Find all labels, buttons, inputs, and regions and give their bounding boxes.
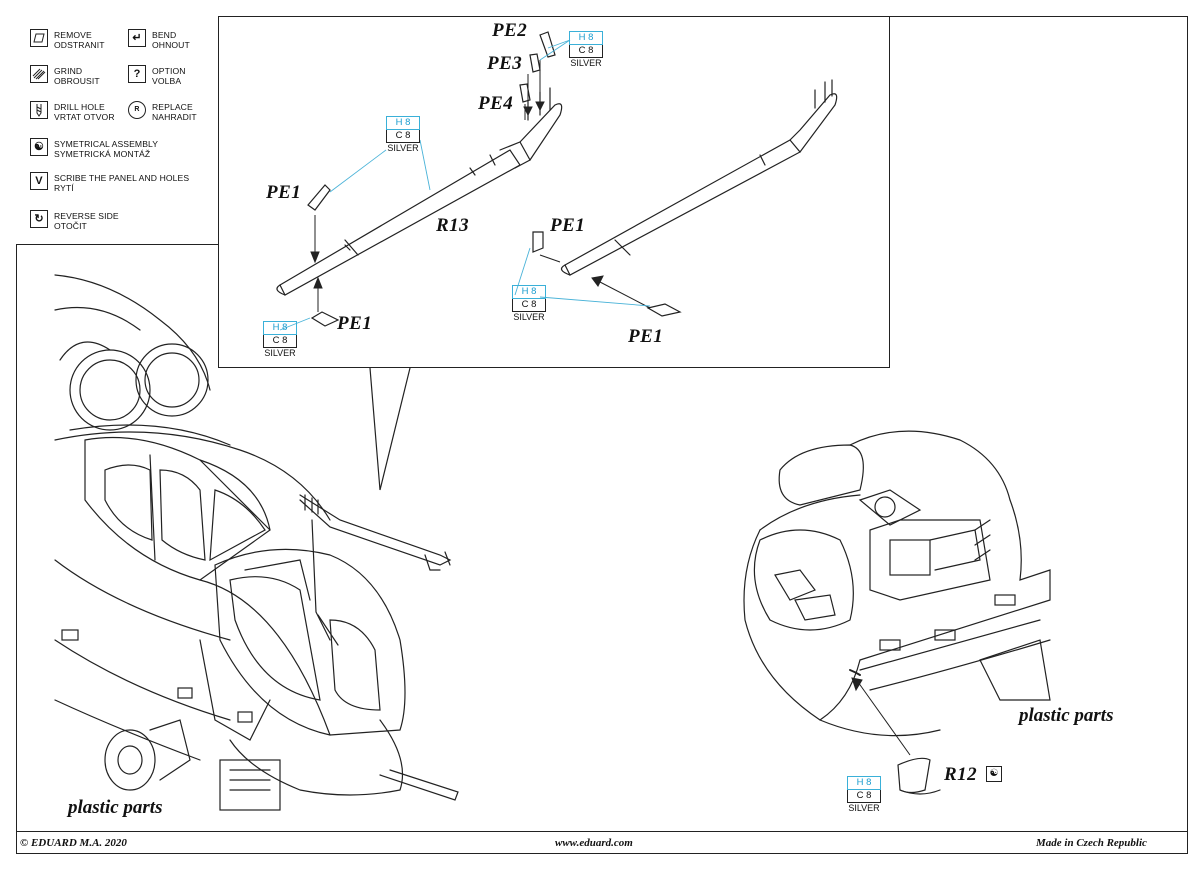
paint-c-code: C 8 bbox=[263, 335, 297, 348]
plastic-parts-label-right: plastic parts bbox=[1019, 705, 1114, 726]
replace-icon: R bbox=[128, 101, 146, 119]
detail-callout-box bbox=[218, 16, 890, 368]
legend-label: GRIND bbox=[54, 66, 83, 76]
option-icon: ? bbox=[128, 65, 146, 83]
legend-label-cz: OHNOUT bbox=[152, 40, 190, 50]
label-r13: R13 bbox=[436, 215, 470, 236]
symmetrical-assembly-icon: ☯ bbox=[986, 766, 1002, 782]
legend-label: BEND bbox=[152, 30, 177, 40]
bend-icon: ↵ bbox=[128, 29, 146, 47]
legend-label-cz: OTOČIT bbox=[54, 221, 87, 231]
footer-made-in: Made in Czech Republic bbox=[1036, 837, 1147, 849]
footer-website: www.eduard.com bbox=[555, 837, 633, 849]
legend-label-cz: NAHRADIT bbox=[152, 112, 197, 122]
drill-hole-icon bbox=[30, 101, 48, 119]
remove-icon bbox=[30, 29, 48, 47]
legend-label: REPLACE bbox=[152, 102, 193, 112]
pe4-part bbox=[519, 83, 531, 103]
paint-code-pe1-right: H 8 C 8 SILVER bbox=[512, 285, 546, 323]
grind-icon bbox=[30, 65, 48, 83]
pe1-part-right-b bbox=[646, 303, 682, 317]
paint-c-code: C 8 bbox=[512, 299, 546, 312]
pe2-part bbox=[539, 31, 556, 58]
pitot-tube-upper bbox=[276, 87, 563, 296]
right-helicopter-drawing bbox=[743, 430, 1051, 737]
legend-label-cz: VRTAT OTVOR bbox=[54, 112, 115, 122]
paint-c-code: C 8 bbox=[386, 130, 420, 143]
label-pe1-right-a: PE1 bbox=[550, 215, 586, 236]
paint-name: SILVER bbox=[387, 143, 419, 153]
legend-label-cz: RYTÍ bbox=[54, 183, 74, 193]
legend-label: SYMETRICAL ASSEMBLY bbox=[54, 139, 159, 149]
paint-code-pe1-lower: H 8 C 8 SILVER bbox=[263, 321, 297, 359]
instruction-sheet-frame bbox=[16, 16, 1188, 854]
paint-code-r12: H 8 C 8 SILVER bbox=[847, 776, 881, 814]
pe1-part-right-a bbox=[532, 231, 544, 253]
paint-code-r13: H 8 C 8 SILVER bbox=[386, 116, 420, 154]
legend-label: REMOVE bbox=[54, 30, 92, 40]
paint-h-code: H 8 bbox=[263, 321, 297, 335]
reverse-side-icon: ↻ bbox=[30, 210, 48, 228]
paint-h-code: H 8 bbox=[512, 285, 546, 299]
legend-label: SCRIBE THE PANEL AND HOLES bbox=[54, 173, 190, 183]
symmetrical-assembly-icon: ☯ bbox=[30, 138, 48, 156]
legend-label-cz: SYMETRICKÁ MONTÁŽ bbox=[54, 149, 151, 159]
paint-name: SILVER bbox=[848, 803, 880, 813]
scribe-icon: V bbox=[30, 172, 48, 190]
left-helicopter-drawing bbox=[54, 274, 459, 811]
paint-h-code: H 8 bbox=[569, 31, 603, 45]
footer-copyright: © EDUARD M.A. 2020 bbox=[20, 837, 127, 849]
legend-label-cz: ODSTRANIT bbox=[54, 40, 105, 50]
label-pe1-right-b: PE1 bbox=[628, 326, 664, 347]
paint-code-pe2: H 8 C 8 SILVER bbox=[569, 31, 603, 69]
paint-name: SILVER bbox=[264, 348, 296, 358]
paint-h-code: H 8 bbox=[386, 116, 420, 130]
label-r12: R12 bbox=[944, 764, 978, 785]
plastic-parts-label-left: plastic parts bbox=[68, 797, 163, 818]
label-pe4: PE4 bbox=[478, 93, 514, 114]
paint-c-code: C 8 bbox=[569, 45, 603, 58]
label-pe3: PE3 bbox=[487, 53, 523, 74]
pitot-tube-lower bbox=[560, 79, 838, 276]
paint-h-code: H 8 bbox=[847, 776, 881, 790]
callout-pointer bbox=[369, 367, 411, 491]
pe1-part-lower bbox=[310, 311, 340, 327]
legend-label-cz: OBROUSIT bbox=[54, 76, 100, 86]
label-pe2: PE2 bbox=[492, 20, 528, 41]
r12-part bbox=[897, 757, 931, 794]
footer-divider bbox=[16, 831, 1188, 832]
pe1-part-upper bbox=[307, 184, 331, 211]
label-pe1-upper: PE1 bbox=[266, 182, 302, 203]
paint-name: SILVER bbox=[513, 312, 545, 322]
paint-c-code: C 8 bbox=[847, 790, 881, 803]
legend-label: REVERSE SIDE bbox=[54, 211, 119, 221]
legend-label: DRILL HOLE bbox=[54, 102, 105, 112]
paint-name: SILVER bbox=[570, 58, 602, 68]
legend-label-cz: VOLBA bbox=[152, 76, 182, 86]
legend-label: OPTION bbox=[152, 66, 186, 76]
label-pe1-lower: PE1 bbox=[337, 313, 373, 334]
